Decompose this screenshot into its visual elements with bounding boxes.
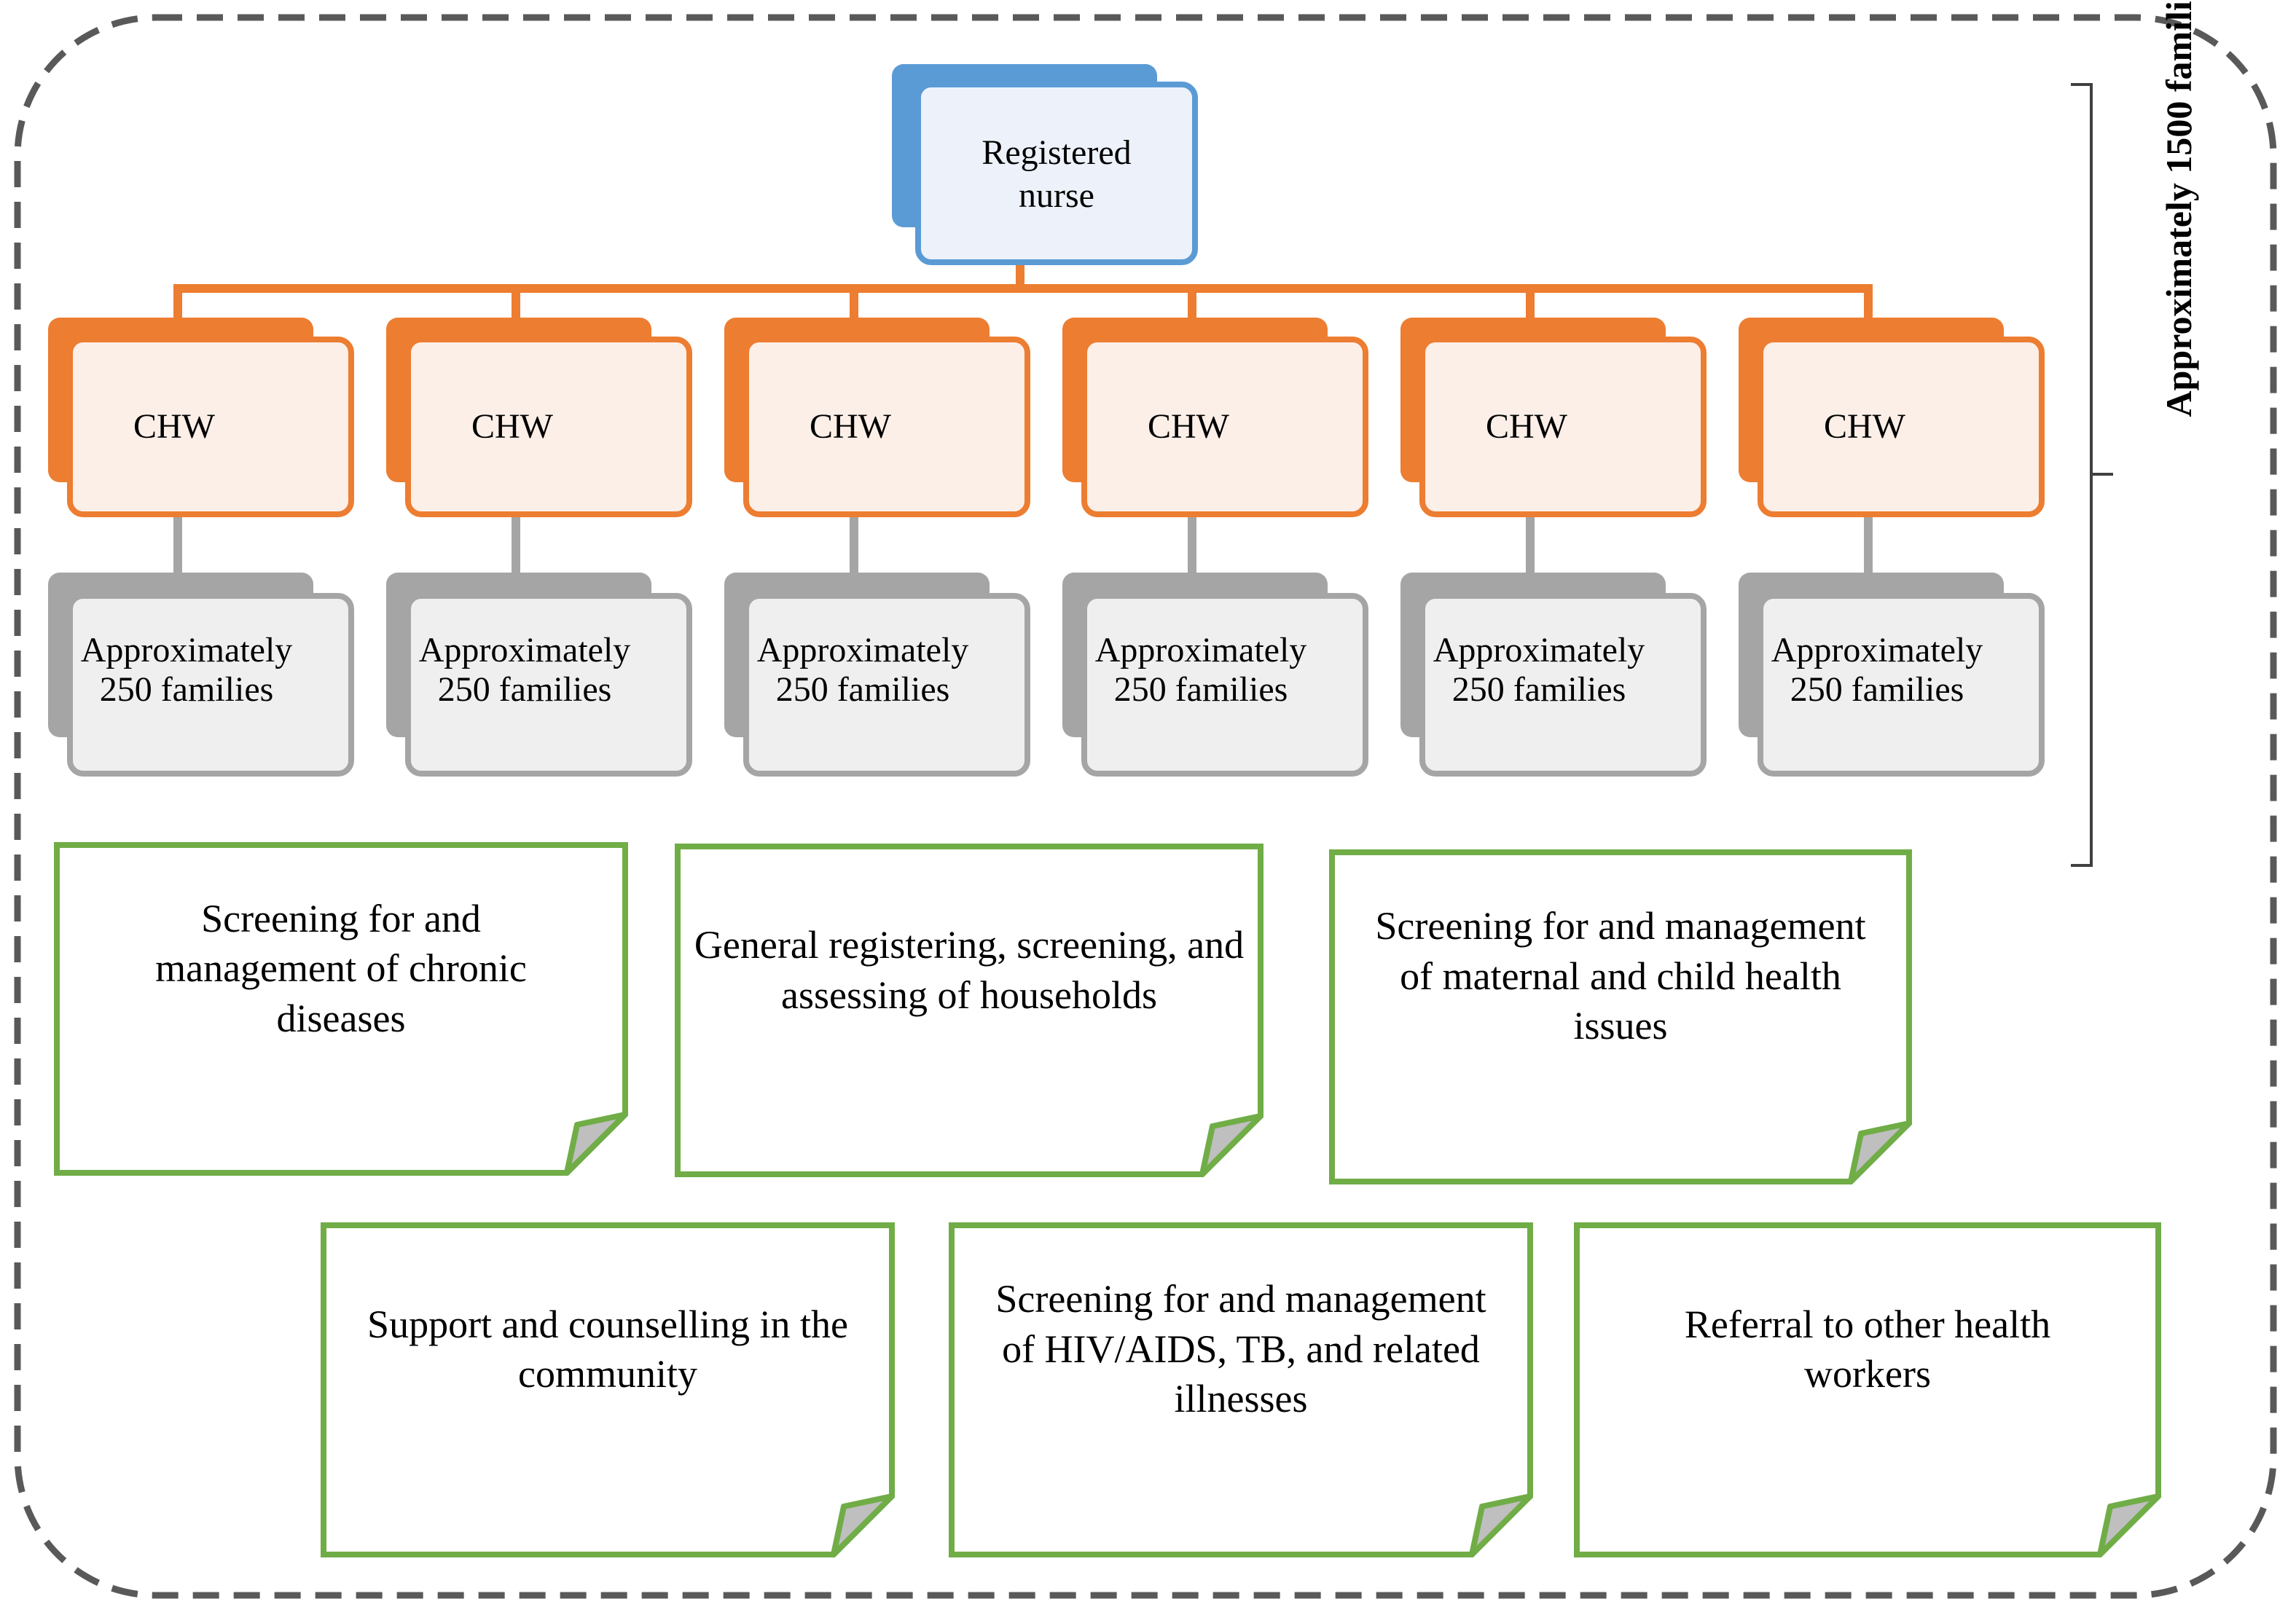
chw-label: CHW — [746, 339, 955, 514]
family-count-label: Approximately 250 families — [63, 605, 310, 736]
role-label: Screening for and management of chronic … — [64, 867, 618, 1070]
chw-label: CHW — [1422, 339, 1631, 514]
family-count-text: Approximately 250 families — [1094, 631, 1307, 709]
connector-lines — [173, 262, 1873, 573]
family-node — [1400, 573, 1707, 777]
role-note — [949, 1222, 1533, 1557]
role-note — [1329, 849, 1912, 1184]
nurse-label: Registered nurse — [947, 109, 1166, 240]
family-node — [48, 573, 354, 777]
family-count-label: Approximately 250 families — [1753, 605, 2001, 736]
chw-label-text: CHW — [810, 406, 891, 446]
family-count-label: Approximately 250 families — [739, 605, 987, 736]
family-count-label: Approximately 250 families — [1077, 605, 1325, 736]
chw-label-text: CHW — [133, 406, 215, 446]
role-note — [1574, 1222, 2161, 1557]
role-note — [54, 842, 628, 1176]
role-label-text: Support and counselling in the community — [367, 1302, 848, 1396]
total-families-label: Approximately 1500 families — [2158, 0, 2199, 417]
role-label-text: Screening for and management of HIV/AIDS… — [995, 1277, 1486, 1421]
family-count-text: Approximately 250 families — [1433, 631, 1645, 709]
family-count-text: Approximately 250 families — [1771, 631, 1983, 709]
role-label: Support and counselling in the community — [331, 1247, 885, 1451]
family-node — [724, 573, 1030, 777]
nurse-node — [892, 64, 1198, 265]
chw-label: CHW — [1760, 339, 1969, 514]
family-count-text: Approximately 250 families — [756, 631, 969, 709]
chw-label-text: CHW — [1148, 406, 1229, 446]
family-count-text: Approximately 250 families — [418, 631, 631, 709]
family-node — [386, 573, 692, 777]
chw-node — [48, 318, 354, 517]
role-label: General registering, screening, and asse… — [685, 868, 1253, 1072]
chw-label: CHW — [408, 339, 616, 514]
total-bracket — [2071, 83, 2113, 867]
chw-label-text: CHW — [1824, 406, 1905, 446]
family-count-text: Approximately 250 families — [80, 631, 293, 709]
role-label-text: General registering, screening, and asse… — [694, 922, 1245, 1017]
role-note — [321, 1222, 895, 1557]
family-count-label: Approximately 250 families — [401, 605, 649, 736]
role-label-text: Referral to other health workers — [1684, 1302, 2051, 1396]
chw-node — [1400, 318, 1707, 517]
nurse-label-text: Registered nurse — [982, 133, 1132, 215]
role-label-text: Screening for and management of chronic … — [155, 896, 527, 1040]
role-label: Referral to other health workers — [1584, 1247, 2151, 1451]
role-label: Screening for and management of HIV/AIDS… — [959, 1247, 1523, 1451]
role-label: Screening for and management of maternal… — [1339, 874, 1902, 1078]
outer-dashed-frame — [14, 14, 2277, 1599]
role-note — [675, 844, 1263, 1177]
chw-label: CHW — [70, 339, 278, 514]
family-count-label: Approximately 250 families — [1415, 605, 1663, 736]
chw-label-text: CHW — [1486, 406, 1567, 446]
chw-node — [1062, 318, 1368, 517]
chw-node — [724, 318, 1030, 517]
chw-node — [1739, 318, 2045, 517]
chw-label: CHW — [1084, 339, 1293, 514]
family-node — [1062, 573, 1368, 777]
chw-label-text: CHW — [471, 406, 553, 446]
chw-node — [386, 318, 692, 517]
role-label-text: Screening for and management of maternal… — [1375, 904, 1866, 1048]
family-node — [1739, 573, 2045, 777]
